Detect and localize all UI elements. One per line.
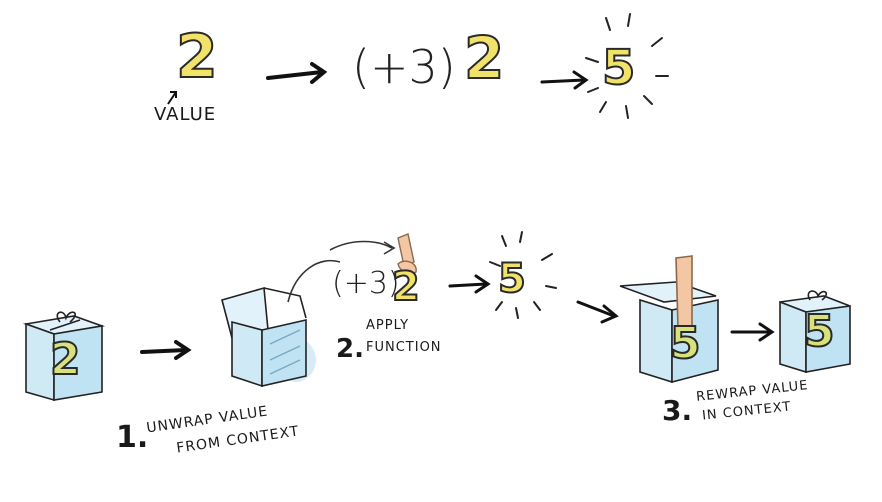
wrapped-box-icon [22, 311, 106, 402]
rewrap-box-icon [619, 255, 719, 384]
unwrap-arc [287, 240, 396, 303]
top-arrow-2 [540, 70, 589, 90]
open-box-icon [221, 286, 316, 388]
top-arrow-1 [266, 62, 328, 84]
final-value-number: 5 [803, 305, 836, 358]
top-result: 5 [601, 39, 636, 97]
hand-icon [397, 233, 417, 275]
top-function-arg: 2 [463, 23, 505, 93]
bottom-function: (+3) [332, 266, 400, 301]
top-result-rays [585, 13, 669, 119]
bottom-arrow-2 [448, 274, 491, 294]
bottom-arrow-1 [140, 340, 192, 360]
bottom-arrow-3 [576, 300, 619, 324]
bottom-arrow-4 [730, 322, 775, 342]
bottom-function-arg: 2 [391, 263, 421, 311]
step-2-number: 2. [336, 334, 364, 364]
step-1-number: 1. [116, 420, 149, 455]
final-box-icon [779, 290, 851, 374]
bottom-result: 5 [497, 255, 527, 303]
rewrapped-value-number: 5 [669, 317, 702, 370]
step-2-line2: FUNCTION [366, 340, 442, 355]
top-value-number: 2 [175, 21, 219, 93]
step-3-number: 3. [662, 394, 693, 427]
value-pointer-arrow [167, 91, 177, 105]
top-function: (+3) [352, 40, 456, 94]
bottom-result-rays [489, 231, 557, 319]
value-label: VALUE [154, 104, 217, 125]
boxed-value-number: 2 [49, 333, 82, 386]
step-2-line1: APPLY [366, 318, 410, 333]
